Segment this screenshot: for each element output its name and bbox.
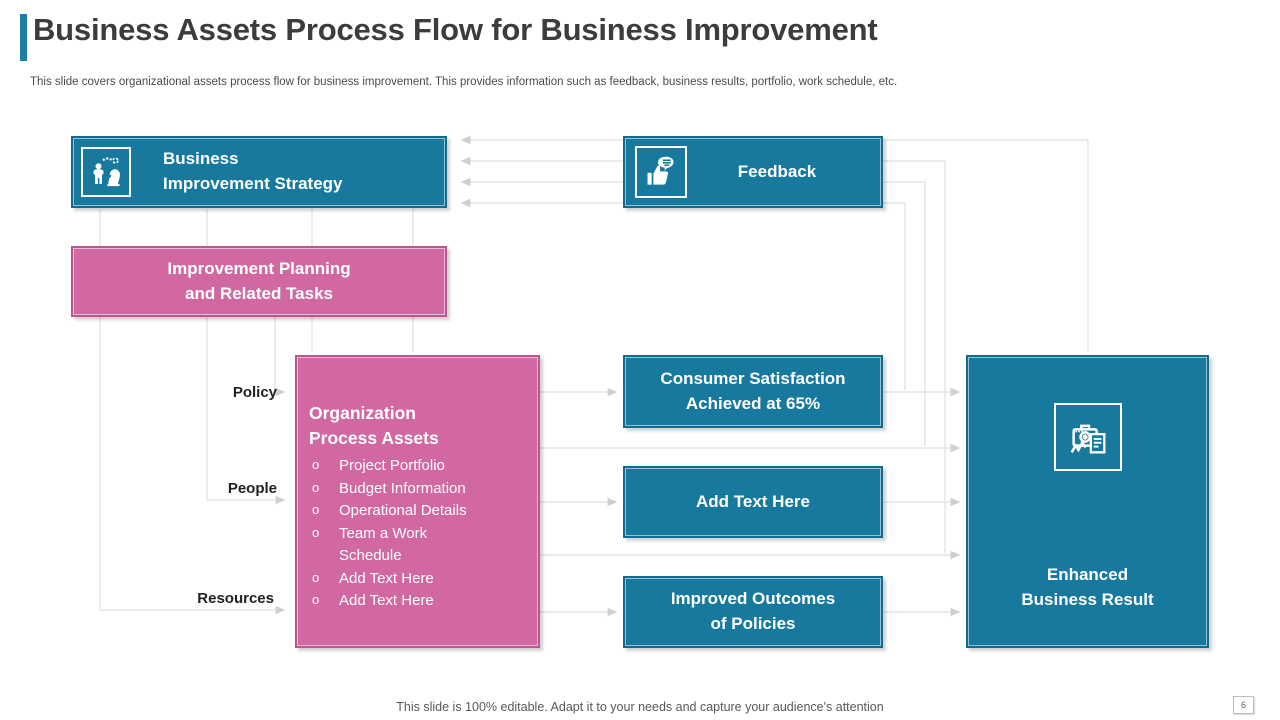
- outcomes-label: Improved Outcomes of Policies: [671, 587, 835, 636]
- outcomes-box[interactable]: Improved Outcomes of Policies: [623, 576, 883, 648]
- planning-line-1: Improvement Planning: [167, 258, 351, 278]
- list-item: Project Portfolio: [309, 455, 489, 478]
- thumbs-up-comment-icon: [635, 146, 687, 198]
- list-item: Operational Details: [309, 500, 489, 523]
- list-item: Add Text Here: [309, 568, 489, 591]
- people-strategy-icon: [81, 147, 131, 197]
- result-line-1: Enhanced: [1046, 565, 1129, 584]
- organization-heading-line-2: Process Assets: [309, 427, 439, 448]
- row-label-policy: Policy: [232, 384, 277, 401]
- satisfaction-label: Consumer Satisfaction Achieved at 65%: [660, 367, 845, 416]
- outcomes-line-1: Improved Outcomes: [670, 589, 836, 609]
- list-item: Team a Work Schedule: [309, 523, 489, 568]
- list-item: Add Text Here: [309, 590, 489, 613]
- briefcase-report-icon: [1053, 403, 1122, 471]
- satisfaction-box[interactable]: Consumer Satisfaction Achieved at 65%: [623, 355, 883, 428]
- list-item: Budget Information: [309, 478, 489, 501]
- satisfaction-line-1: Consumer Satisfaction: [660, 368, 846, 388]
- slide-subtitle: This slide covers organizational assets …: [30, 76, 898, 88]
- satisfaction-line-2: Achieved at 65%: [685, 393, 821, 413]
- page-number-badge: 6: [1233, 696, 1254, 714]
- strategy-line-1: Business: [163, 149, 239, 169]
- page-title: Business Assets Process Flow for Busines…: [33, 12, 878, 47]
- strategy-box[interactable]: Business Improvement Strategy: [71, 136, 447, 208]
- feedback-box[interactable]: Feedback: [623, 136, 883, 208]
- result-box[interactable]: Enhanced Business Result: [966, 355, 1209, 648]
- organization-heading-line-1: Organization: [309, 403, 416, 423]
- organization-list: Project Portfolio Budget Information Ope…: [309, 455, 489, 613]
- footer-note: This slide is 100% editable. Adapt it to…: [396, 700, 884, 714]
- organization-heading: Organization Process Assets: [309, 401, 439, 450]
- strategy-label: Business Improvement Strategy: [163, 147, 343, 196]
- feedback-label: Feedback: [737, 161, 817, 181]
- add-text-label: Add Text Here: [696, 491, 810, 511]
- outcomes-line-2: of Policies: [710, 614, 796, 633]
- row-label-people: People: [227, 480, 277, 497]
- title-accent-bar: [20, 14, 27, 61]
- planning-box[interactable]: Improvement Planning and Related Tasks: [71, 246, 447, 317]
- strategy-line-2: Improvement Strategy: [163, 174, 343, 193]
- row-label-resources: Resources: [197, 590, 274, 607]
- planning-line-2: and Related Tasks: [184, 283, 334, 303]
- organization-box[interactable]: Organization Process Assets Project Port…: [295, 355, 540, 648]
- result-line-2: Business Result: [1021, 589, 1154, 609]
- result-label: Enhanced Business Result: [1021, 563, 1153, 612]
- planning-label: Improvement Planning and Related Tasks: [167, 257, 350, 306]
- add-text-box[interactable]: Add Text Here: [623, 466, 883, 538]
